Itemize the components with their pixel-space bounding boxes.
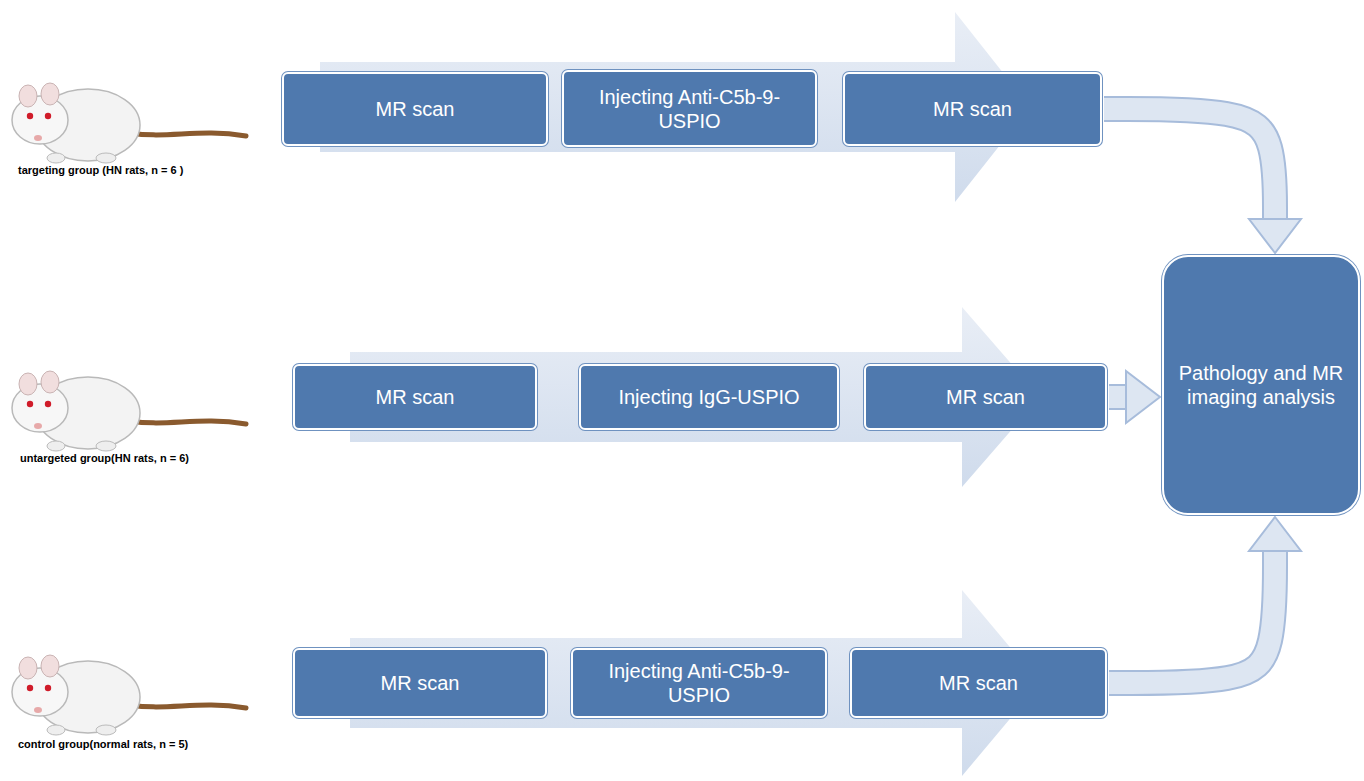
process-box: MR scan [850,648,1107,718]
arrow-head [1249,219,1301,253]
flow-arrow [1109,517,1301,683]
arrow-head [1249,517,1301,551]
box-text: MR scan [927,665,1030,701]
process-box: MR scan [293,648,547,718]
box-text: Injecting IgG-USPIO [606,379,811,415]
group-label: control group(normal rats, n = 5) [18,738,188,750]
result-box: Pathology and MR imaging analysis [1162,255,1360,515]
process-box: MR scan [843,72,1102,146]
process-box: Injecting Anti-C5b-9-USPIO [571,648,827,718]
arrow-head [1126,371,1160,423]
flow-arrow [1109,371,1160,423]
box-text: MR scan [364,91,467,127]
rat-illustration [12,371,246,451]
group-label: untargeted group(HN rats, n = 6) [20,452,189,464]
box-text: MR scan [921,91,1024,127]
group-label: targeting group (HN rats, n = 6 ) [18,164,183,176]
box-text: Injecting Anti-C5b-9-USPIO [564,79,815,139]
process-box: MR scan [282,72,548,146]
box-text: Pathology and MR imaging analysis [1164,355,1358,415]
process-box: MR scan [864,364,1107,430]
process-box: Injecting Anti-C5b-9-USPIO [562,70,817,147]
arrow-shaft [1104,109,1275,221]
arrow-outline [1109,549,1275,683]
arrow-shaft [1109,549,1275,683]
arrow-outline [1104,109,1275,221]
process-box: MR scan [293,364,537,430]
flow-arrow [1104,109,1301,253]
box-text: MR scan [364,379,467,415]
rat-illustration [12,655,246,735]
box-text: MR scan [934,379,1037,415]
rat-illustration [12,83,246,163]
process-box: Injecting IgG-USPIO [579,364,839,430]
box-text: Injecting Anti-C5b-9-USPIO [573,653,825,713]
box-text: MR scan [369,665,472,701]
